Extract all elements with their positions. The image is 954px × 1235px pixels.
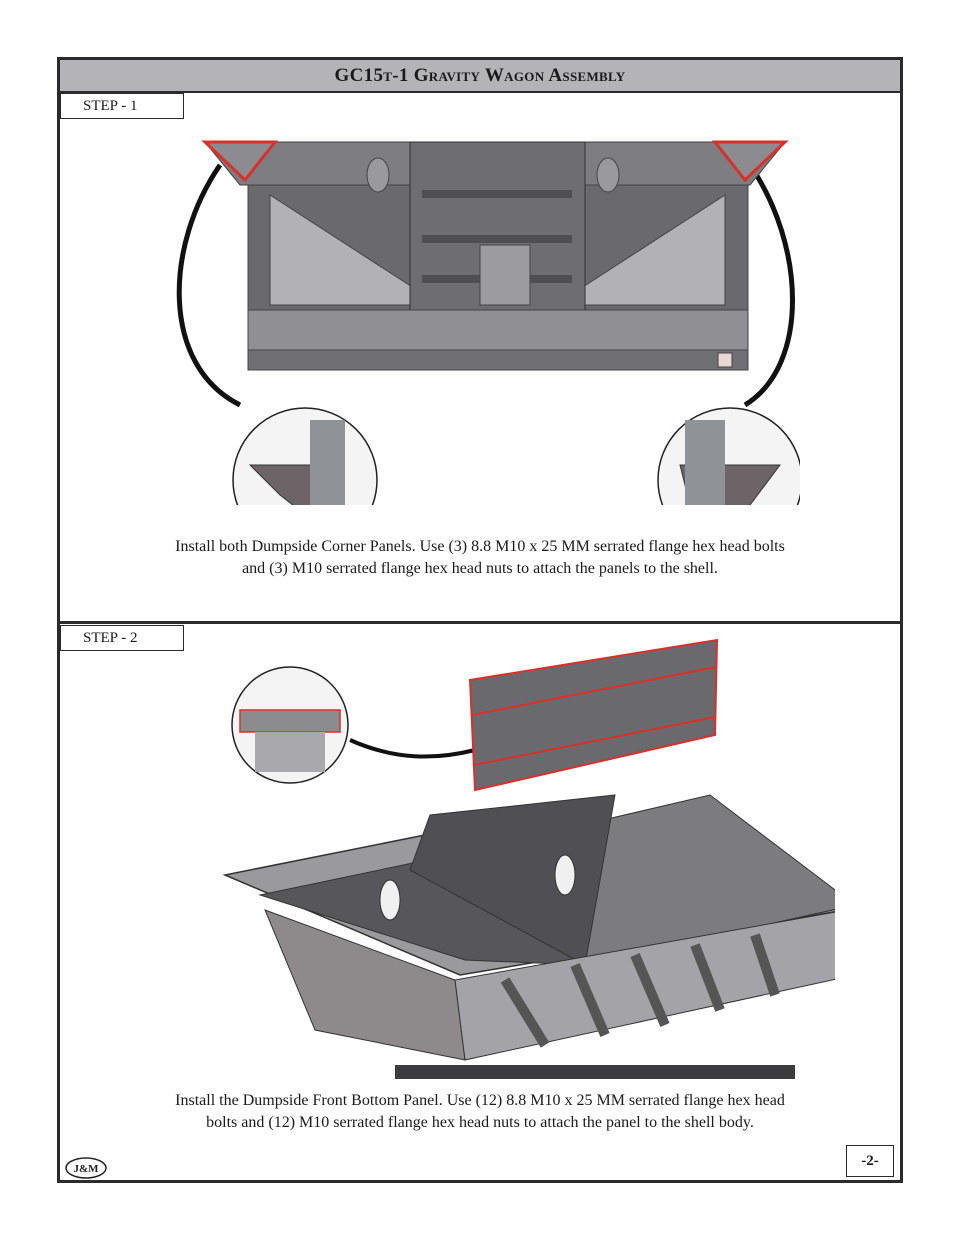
page-frame: GC15t-1 Gravity Wagon Assembly STEP - 1 — [57, 57, 903, 1183]
callout-arc-right — [743, 163, 795, 408]
front-bottom-panel — [468, 638, 719, 792]
step-1-instructions: Install both Dumpside Corner Panels. Use… — [90, 536, 870, 580]
svg-text:J&M: J&M — [73, 1163, 99, 1175]
step-1-instruction-line-2: and (3) M10 serrated flange hex head nut… — [242, 560, 718, 577]
section-divider — [60, 621, 900, 624]
callout-arc-left — [176, 163, 242, 408]
corner-panel-left — [201, 140, 279, 183]
frame-braces — [500, 933, 780, 1048]
step-1-label-text: STEP - 1 — [83, 97, 138, 114]
callout-arc-step2 — [349, 738, 476, 759]
step-1-illustration — [176, 140, 800, 505]
detail-circle-left — [232, 407, 378, 505]
wagon-front-view — [201, 140, 789, 371]
step-2-instruction-line-1: Install the Dumpside Front Bottom Panel.… — [175, 1092, 785, 1109]
step-2-illustration — [222, 638, 835, 1079]
step-2-instructions: Install the Dumpside Front Bottom Panel.… — [90, 1090, 870, 1134]
page-title-text: GC15t-1 Gravity Wagon Assembly — [334, 64, 626, 86]
step-2-instruction-line-2: bolts and (12) M10 serrated flange hex h… — [206, 1114, 754, 1131]
step-1-instruction-line-1: Install both Dumpside Corner Panels. Use… — [175, 538, 785, 555]
page-number: -2- — [846, 1145, 894, 1177]
detail-circle-step2 — [231, 666, 349, 784]
detail-circle-right — [657, 407, 800, 505]
step-2-label: STEP - 2 — [60, 625, 184, 651]
step-1-label: STEP - 1 — [60, 93, 184, 119]
page-number-text: -2- — [861, 1152, 879, 1169]
jm-logo: J&M — [65, 1157, 107, 1179]
corner-panel-right — [711, 140, 789, 183]
page-title: GC15t-1 Gravity Wagon Assembly — [60, 60, 900, 93]
step-2-label-text: STEP - 2 — [83, 629, 138, 646]
